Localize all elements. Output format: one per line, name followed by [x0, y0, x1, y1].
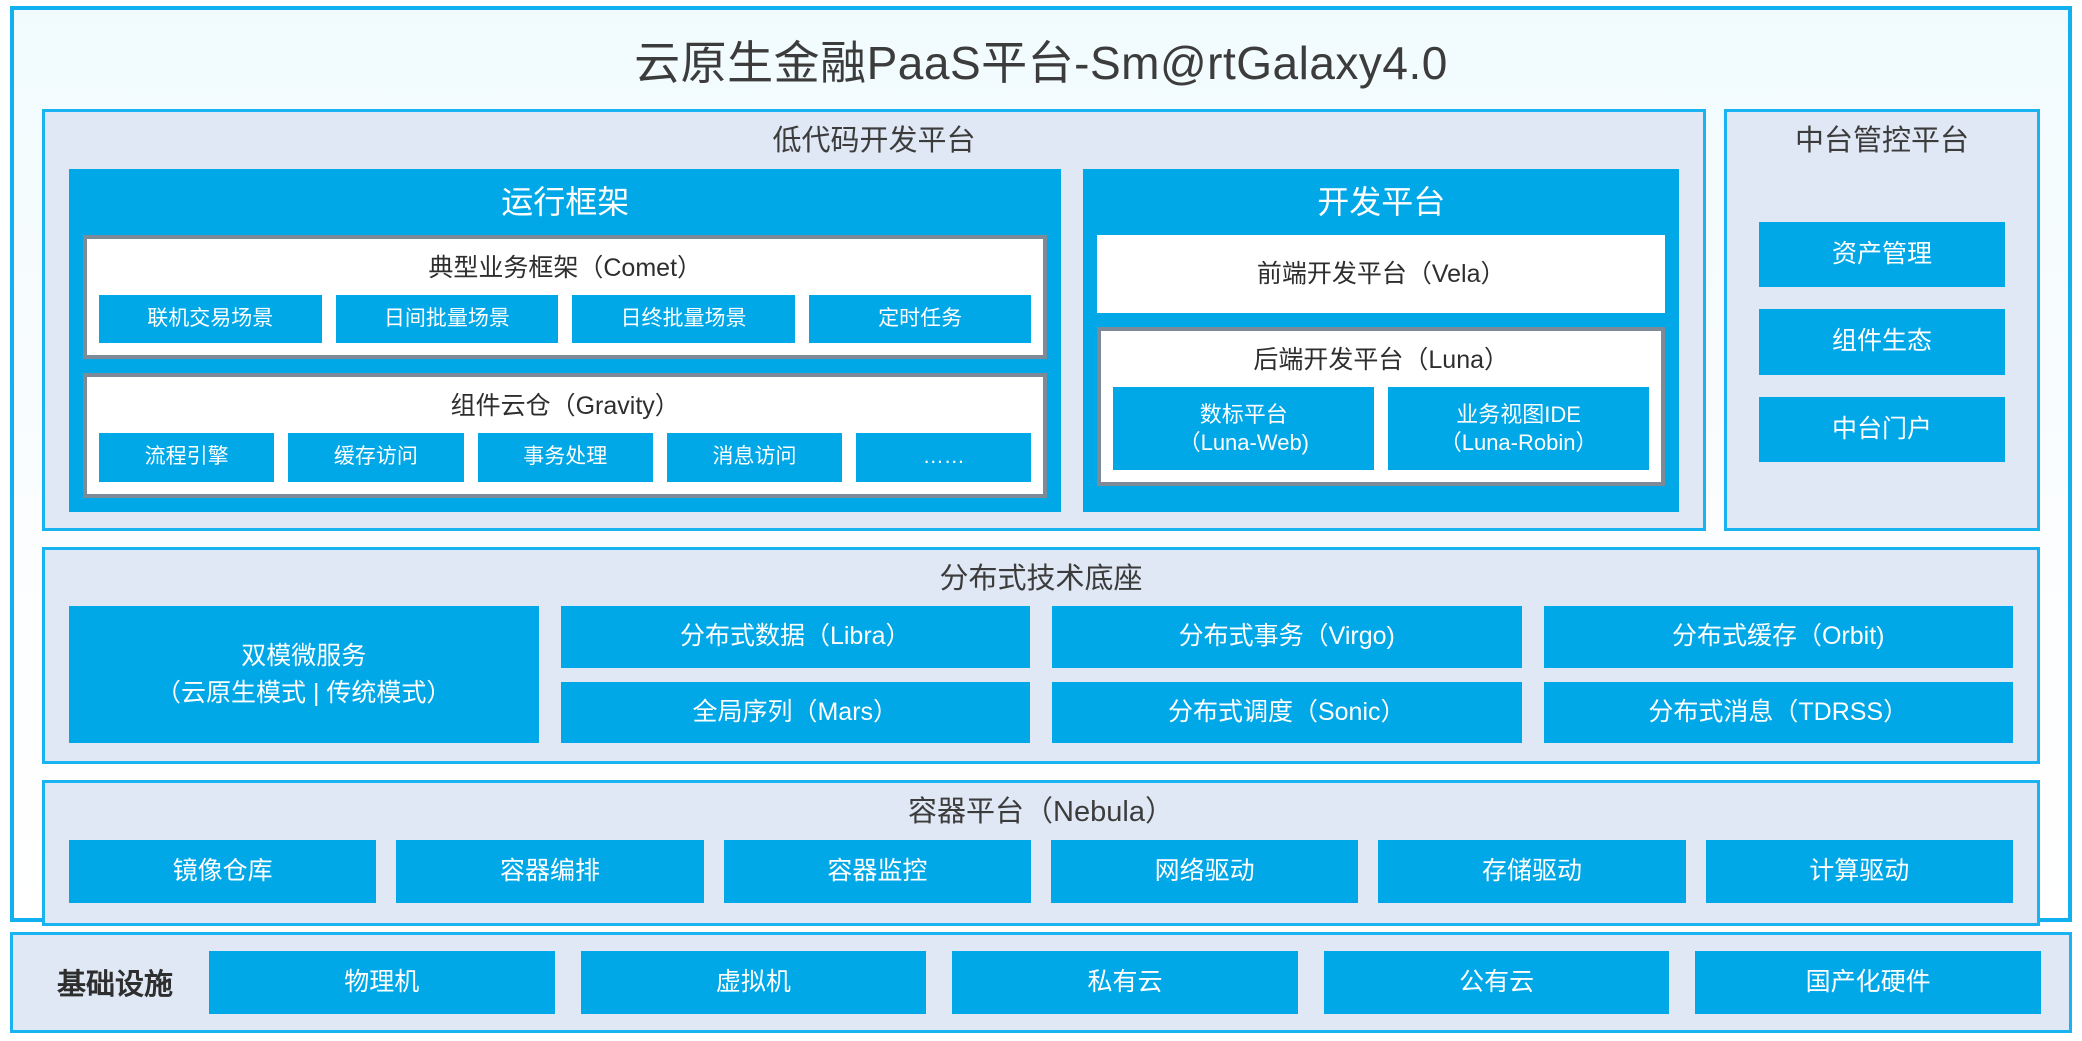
tech-base-panel: 分布式技术底座 双模微服务（云原生模式 | 传统模式） 分布式数据（Libra）… [42, 546, 2040, 764]
comet-item[interactable]: 联机交易场景 [99, 295, 322, 344]
gravity-item[interactable]: 消息访问 [666, 433, 843, 482]
container-item-monitoring[interactable]: 容器监控 [723, 839, 1031, 903]
container-item-image-registry[interactable]: 镜像仓库 [69, 839, 377, 903]
frontend-dev-platform[interactable]: 前端开发平台（Vela） [1097, 235, 1665, 314]
gravity-item[interactable]: 缓存访问 [288, 433, 464, 482]
tech-base-item-orbit[interactable]: 分布式缓存（Orbit) [1543, 606, 2013, 668]
container-platform-body: 镜像仓库 容器编排 容器监控 网络驱动 存储驱动 计算驱动 [45, 839, 2037, 903]
mid-platform-list: 资产管理 组件生态 中台门户 [1727, 169, 2037, 510]
tech-base-column-microservice: 双模微服务（云原生模式 | 传统模式） [69, 606, 539, 743]
tech-base-item-sonic[interactable]: 分布式调度（Sonic） [1052, 681, 1522, 743]
platform-shell: 云原生金融PaaS平台-Sm@rtGalaxy4.0 低代码开发平台 运行框架 … [10, 6, 2072, 926]
container-platform-panel: 容器平台（Nebula） 镜像仓库 容器编排 容器监控 网络驱动 存储驱动 计算… [42, 779, 2040, 926]
container-platform-title: 容器平台（Nebula） [908, 795, 1174, 828]
runtime-framework-card: 运行框架 典型业务框架（Comet） 联机交易场景 日间批量场景 日终批量场景 … [69, 168, 1062, 512]
comet-item[interactable]: 日终批量场景 [572, 295, 795, 344]
backend-item-luna-web[interactable]: 数标平台（Luna-Web) [1113, 387, 1375, 471]
gravity-box: 组件云仓（Gravity） 流程引擎 缓存访问 事务处理 消息访问 …… [83, 373, 1048, 498]
container-item-compute-driver[interactable]: 计算驱动 [1705, 839, 2013, 903]
mid-platform-item-asset-management[interactable]: 资产管理 [1759, 222, 2005, 288]
container-item-storage-driver[interactable]: 存储驱动 [1378, 839, 1686, 903]
backend-item-row: 数标平台（Luna-Web) 业务视图IDE（Luna-Robin） [1113, 387, 1649, 471]
comet-box: 典型业务框架（Comet） 联机交易场景 日间批量场景 日终批量场景 定时任务 [83, 235, 1048, 360]
comet-item-row: 联机交易场景 日间批量场景 日终批量场景 定时任务 [99, 295, 1032, 344]
tech-base-item-mars[interactable]: 全局序列（Mars） [560, 681, 1030, 743]
dev-platform-card: 开发平台 前端开发平台（Vela） 后端开发平台（Luna） 数标平台（Luna… [1083, 168, 1679, 512]
infrastructure-bar: 基础设施 物理机 虚拟机 私有云 公有云 国产化硬件 [10, 931, 2072, 1033]
container-item-orchestration[interactable]: 容器编排 [396, 839, 704, 903]
mid-platform-item-component-ecosystem[interactable]: 组件生态 [1759, 309, 2005, 375]
comet-title: 典型业务框架（Comet） [428, 254, 703, 283]
runtime-framework-title: 运行框架 [501, 183, 630, 220]
infrastructure-item-domestic-hardware[interactable]: 国产化硬件 [1695, 950, 2041, 1014]
top-row: 低代码开发平台 运行框架 典型业务框架（Comet） 联机交易场景 日间批量场景… [42, 108, 2040, 531]
tech-base-body: 双模微服务（云原生模式 | 传统模式） 分布式数据（Libra） 全局序列（Ma… [45, 606, 2037, 743]
comet-item[interactable]: 定时任务 [808, 295, 1032, 344]
tech-base-title: 分布式技术底座 [939, 562, 1143, 595]
gravity-item-more[interactable]: …… [856, 433, 1032, 482]
lowcode-platform-panel: 低代码开发平台 运行框架 典型业务框架（Comet） 联机交易场景 日间批量场景… [42, 108, 1706, 531]
container-item-network-driver[interactable]: 网络驱动 [1050, 839, 1359, 903]
backend-dev-platform-title: 后端开发平台（Luna） [1253, 346, 1510, 375]
tech-base-column-2: 分布式事务（Virgo) 分布式调度（Sonic） [1052, 606, 1522, 743]
tech-base-item-microservice[interactable]: 双模微服务（云原生模式 | 传统模式） [69, 606, 539, 743]
gravity-item[interactable]: 流程引擎 [99, 433, 275, 482]
infrastructure-item-public-cloud[interactable]: 公有云 [1323, 950, 1670, 1014]
backend-dev-platform-box: 后端开发平台（Luna） 数标平台（Luna-Web) 业务视图IDE（Luna… [1097, 327, 1665, 487]
backend-item-luna-robin[interactable]: 业务视图IDE（Luna-Robin） [1388, 387, 1649, 471]
tech-base-item-libra[interactable]: 分布式数据（Libra） [560, 606, 1030, 668]
mid-platform-panel: 中台管控平台 资产管理 组件生态 中台门户 [1724, 108, 2040, 531]
infrastructure-label: 基础设施 [57, 969, 174, 1002]
dev-platform-title: 开发平台 [1317, 183, 1446, 220]
infrastructure-item-private-cloud[interactable]: 私有云 [952, 950, 1298, 1014]
gravity-title: 组件云仓（Gravity） [450, 392, 680, 421]
infrastructure-items: 物理机 虚拟机 私有云 公有云 国产化硬件 [209, 950, 2041, 1014]
lowcode-platform-body: 运行框架 典型业务框架（Comet） 联机交易场景 日间批量场景 日终批量场景 … [45, 168, 1703, 512]
tech-base-column-1: 分布式数据（Libra） 全局序列（Mars） [560, 606, 1030, 743]
gravity-item-row: 流程引擎 缓存访问 事务处理 消息访问 …… [99, 433, 1032, 482]
comet-item[interactable]: 日间批量场景 [335, 295, 559, 344]
infrastructure-item-virtual-machine[interactable]: 虚拟机 [580, 950, 927, 1014]
lowcode-platform-title: 低代码开发平台 [772, 124, 976, 157]
tech-base-column-3: 分布式缓存（Orbit) 分布式消息（TDRSS） [1543, 606, 2013, 743]
gravity-item[interactable]: 事务处理 [477, 433, 653, 482]
mid-platform-item-portal[interactable]: 中台门户 [1759, 396, 2005, 462]
infrastructure-item-physical-machine[interactable]: 物理机 [209, 950, 555, 1014]
page-title: 云原生金融PaaS平台-Sm@rtGalaxy4.0 [634, 37, 1448, 89]
tech-base-item-tdrss[interactable]: 分布式消息（TDRSS） [1543, 681, 2013, 743]
tech-base-item-virgo[interactable]: 分布式事务（Virgo) [1052, 606, 1522, 668]
mid-platform-title: 中台管控平台 [1794, 124, 1969, 157]
